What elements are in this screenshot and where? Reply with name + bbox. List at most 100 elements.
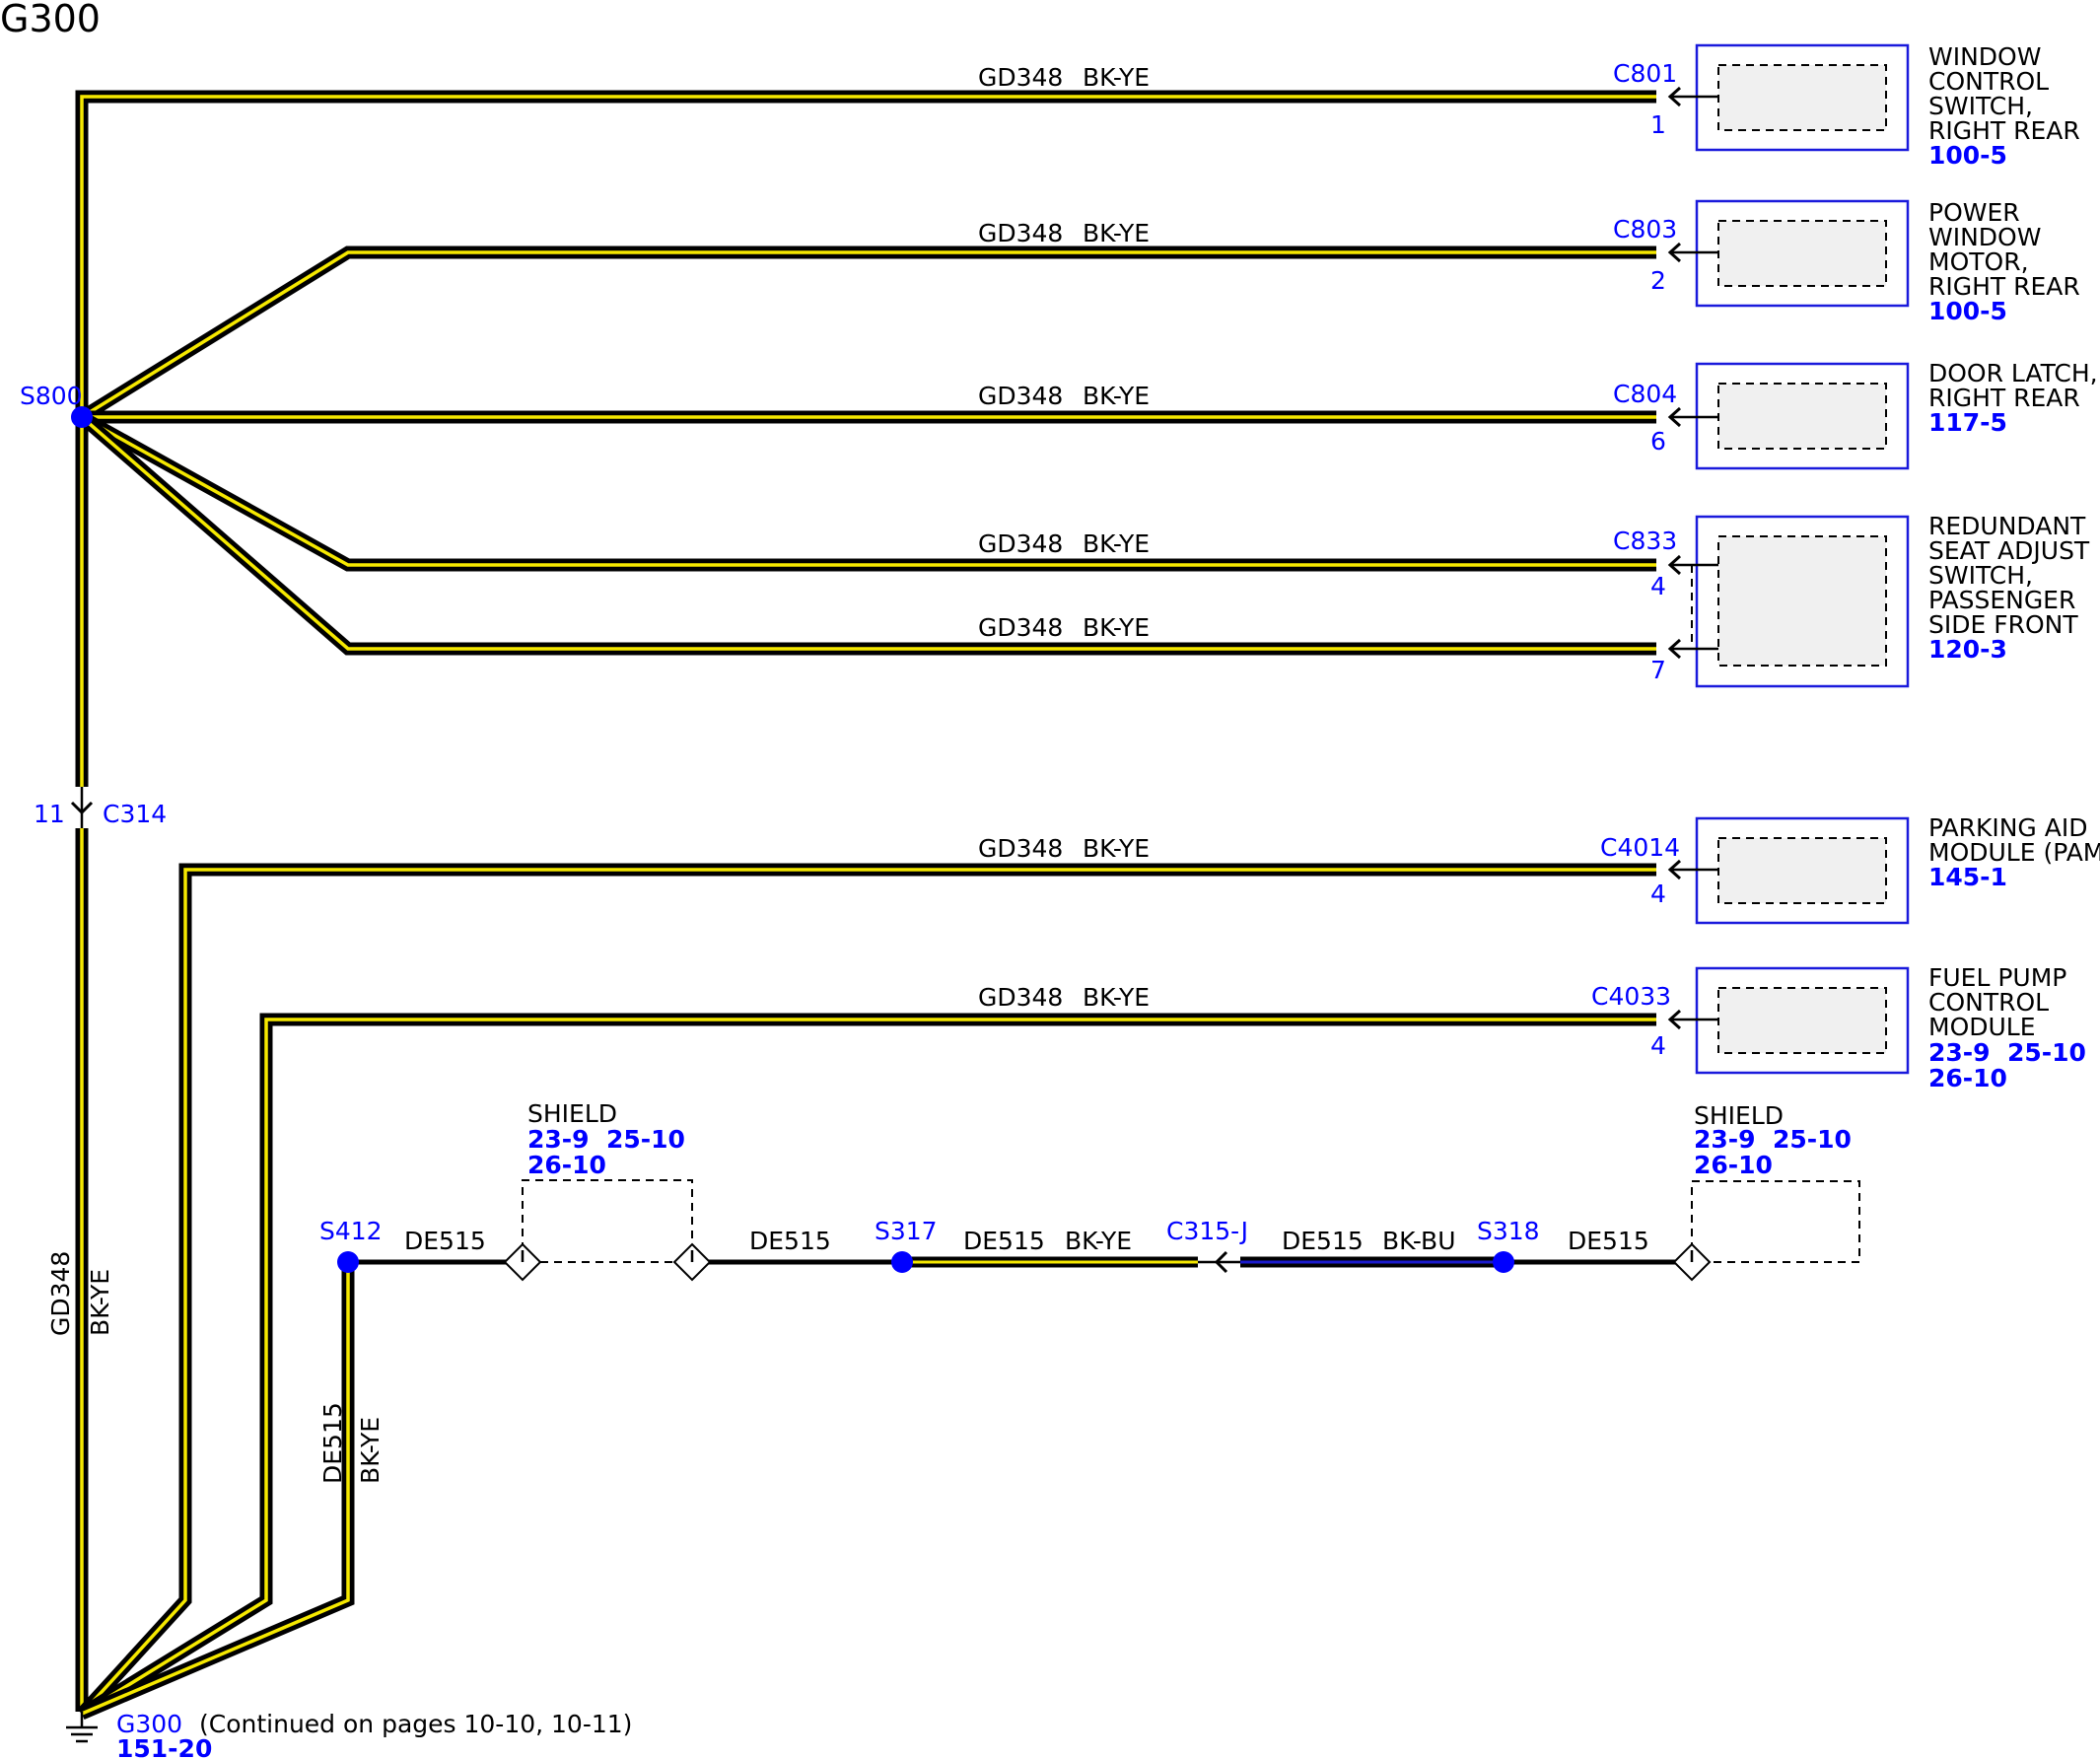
c833-label[interactable]: C833 <box>1613 527 1677 555</box>
c4033-page-2[interactable]: 26-10 <box>1928 1064 2007 1092</box>
shield-left-page-2[interactable]: 26-10 <box>527 1151 606 1179</box>
c803-name-1: POWER <box>1928 198 2020 227</box>
c801-page[interactable]: 100-5 <box>1928 141 2007 170</box>
c315-connector: C315-J <box>1166 1217 1248 1274</box>
component-c4033[interactable]: C4033 4 FUEL PUMP CONTROL MODULE 23-9 25… <box>1591 963 2086 1092</box>
c803-chevron <box>1667 242 1682 263</box>
wire-label-bk-bu: BK-BU <box>1382 1227 1456 1255</box>
c804-pin: 6 <box>1650 427 1666 456</box>
gd348-wire-harness <box>75 90 1656 1720</box>
wire-label-bk-ye-c: BK-YE <box>1065 1227 1132 1255</box>
c4033-label[interactable]: C4033 <box>1591 982 1671 1011</box>
wire-label-de515-e: DE515 <box>1568 1227 1649 1255</box>
c804-page[interactable]: 117-5 <box>1928 408 2007 437</box>
c804-label[interactable]: C804 <box>1613 380 1677 408</box>
wire-to-c4014 <box>77 863 1656 1719</box>
wire-to-c4033-stripe <box>81 1018 1656 1716</box>
component-c833-inner <box>1717 535 1887 667</box>
component-c804-inner <box>1717 383 1887 450</box>
c4014-pin: 4 <box>1650 880 1666 908</box>
wire-labels: GD348 BK-YE GD348 BK-YE GD348 BK-YE GD34… <box>46 63 1649 1484</box>
wire-trunk-upper <box>75 90 1656 787</box>
c803-page[interactable]: 100-5 <box>1928 297 2007 325</box>
wire-label-de515-c: DE515 <box>963 1227 1045 1255</box>
splice-s317[interactable] <box>891 1251 913 1273</box>
wire-to-c833-pin4-stripe <box>81 415 1656 567</box>
c801-name-4: RIGHT REAR <box>1928 116 2080 145</box>
wire-label-c4033-circuit: GD348 <box>978 983 1063 1012</box>
c833-name-2: SEAT ADJUST <box>1928 536 2090 565</box>
wire-label-s412-circuit: DE515 <box>318 1402 347 1484</box>
c804-chevron <box>1667 406 1682 428</box>
c4014-name-2: MODULE (PAM) <box>1928 838 2100 867</box>
c801-pin: 1 <box>1650 110 1666 139</box>
c4014-label[interactable]: C4014 <box>1600 833 1680 862</box>
wire-label-de515-d: DE515 <box>1282 1227 1364 1255</box>
wire-label-s412-color: BK-YE <box>356 1417 385 1484</box>
c314-chevron <box>70 801 94 815</box>
component-c4014[interactable]: C4014 4 PARKING AID MODULE (PAM) 145-1 <box>1600 813 2100 925</box>
c833-name-4: PASSENGER <box>1928 586 2075 614</box>
splice-s800[interactable] <box>71 406 93 428</box>
wire-label-c803-circuit: GD348 <box>978 219 1063 247</box>
wire-label-c833-4-circuit: GD348 <box>978 529 1063 558</box>
wire-to-c803 <box>78 246 1656 423</box>
wire-label-trunk-color: BK-YE <box>86 1269 114 1336</box>
c315-label[interactable]: C315-J <box>1166 1217 1248 1245</box>
ground-g300: G300 151-20 (Continued on pages 10-10, 1… <box>66 1710 632 1759</box>
wire-to-s412-stripe <box>81 1264 350 1716</box>
ground-page[interactable]: 151-20 <box>116 1734 212 1759</box>
wire-label-trunk-circuit: GD348 <box>46 1251 75 1336</box>
c4033-name-2: CONTROL <box>1928 988 2049 1017</box>
c833-page[interactable]: 120-3 <box>1928 635 2007 664</box>
wire-to-c4014-stripe <box>80 868 1656 1716</box>
shield-left-page-1[interactable]: 23-9 25-10 <box>527 1125 685 1154</box>
wire-label-c804-circuit: GD348 <box>978 382 1063 410</box>
shield-right-page-2[interactable]: 26-10 <box>1694 1151 1773 1179</box>
component-c803[interactable]: C803 2 POWER WINDOW MOTOR, RIGHT REAR 10… <box>1613 198 2080 325</box>
c803-label[interactable]: C803 <box>1613 215 1677 244</box>
c803-pin: 2 <box>1650 266 1666 295</box>
splice-s412[interactable] <box>337 1251 359 1273</box>
c804-name-2: RIGHT REAR <box>1928 384 2080 412</box>
ground-note: (Continued on pages 10-10, 10-11) <box>199 1710 632 1738</box>
splices: S800 S412 S317 S318 <box>20 382 1540 1273</box>
splice-s318[interactable] <box>1493 1251 1514 1273</box>
c833-name-1: REDUNDANT <box>1928 512 2086 540</box>
shield-left-label: SHIELD <box>527 1099 617 1128</box>
c803-name-3: MOTOR, <box>1928 247 2029 276</box>
c833-pin-4: 4 <box>1650 572 1666 600</box>
ground-label[interactable]: G300 <box>116 1710 182 1738</box>
component-c803-inner <box>1717 220 1887 287</box>
c314-connector: 11 C314 <box>34 787 167 828</box>
wire-label-c833-7-circuit: GD348 <box>978 613 1063 642</box>
wire-to-c803-stripe <box>81 250 1656 419</box>
c4014-page[interactable]: 145-1 <box>1928 863 2007 891</box>
c833-chevron-4 <box>1667 554 1682 576</box>
shield-right: SHIELD 23-9 25-10 26-10 <box>1672 1101 1860 1282</box>
c833-name-5: SIDE FRONT <box>1928 610 2078 639</box>
shield-right-page-1[interactable]: 23-9 25-10 <box>1694 1125 1852 1154</box>
wire-to-s412 <box>79 1264 355 1720</box>
shield-left: SHIELD 23-9 25-10 26-10 <box>503 1099 712 1282</box>
c803-name-4: RIGHT REAR <box>1928 272 2080 301</box>
shield-right-outline <box>1691 1180 1860 1263</box>
c801-label[interactable]: C801 <box>1613 59 1677 88</box>
c4033-page-1[interactable]: 23-9 25-10 <box>1928 1038 2086 1067</box>
component-c801-inner <box>1717 64 1887 131</box>
c4014-name-1: PARKING AID <box>1928 813 2087 842</box>
c314-pin: 11 <box>34 800 65 828</box>
wire-to-c833-pin7 <box>77 412 1656 656</box>
wire-label-c833-7-color: BK-YE <box>1083 613 1150 642</box>
component-c804[interactable]: C804 6 DOOR LATCH, RIGHT REAR 117-5 <box>1613 359 2098 470</box>
component-c833[interactable]: C833 4 7 REDUNDANT SEAT ADJUST SWITCH, P… <box>1613 512 2090 688</box>
c804-name-1: DOOR LATCH, <box>1928 359 2098 387</box>
splice-s800-label: S800 <box>20 382 83 410</box>
wire-to-c833-pin4 <box>78 411 1656 572</box>
component-c801[interactable]: C801 1 WINDOW CONTROL SWITCH, RIGHT REAR… <box>1613 42 2080 170</box>
c314-label[interactable]: C314 <box>103 800 167 828</box>
splice-s412-label: S412 <box>319 1217 383 1245</box>
c833-name-3: SWITCH, <box>1928 561 2033 590</box>
c4033-name-1: FUEL PUMP <box>1928 963 2066 992</box>
